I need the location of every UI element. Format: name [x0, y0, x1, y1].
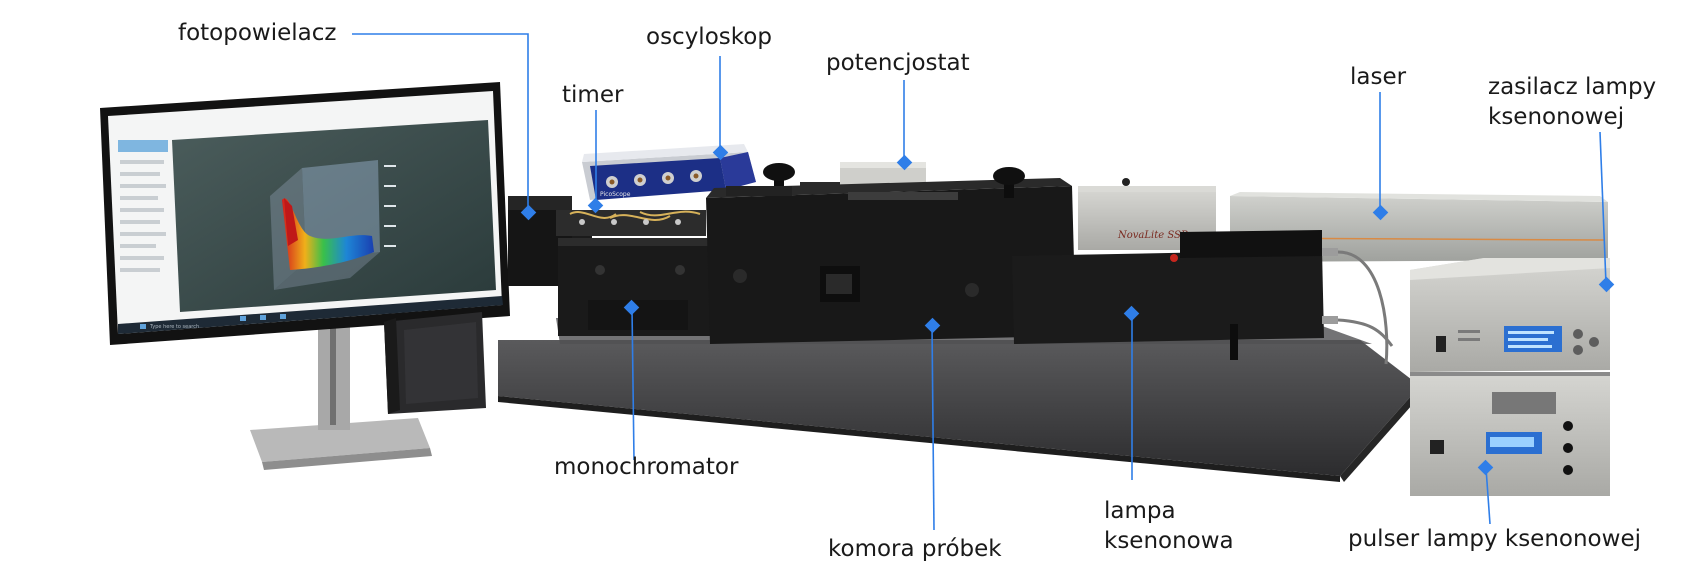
marker-timer: [587, 197, 604, 214]
leader-lines: [352, 33, 1607, 531]
xenon-lamp: [1012, 230, 1394, 365]
label-potencjostat: potencjostat: [826, 50, 970, 76]
marker-lampa: [1123, 305, 1140, 322]
laser-head: NovaLite SSP: [1078, 178, 1216, 250]
xenon-pulser: [1410, 372, 1610, 496]
laser-body: [1230, 192, 1608, 262]
label-lampa-line2: ksenonowa: [1104, 528, 1234, 554]
label-monochromator: monochromator: [554, 454, 739, 480]
label-timer: timer: [562, 82, 624, 108]
label-fotopowielacz: fotopowielacz: [178, 20, 337, 46]
label-lampa-line1: lampa: [1104, 498, 1176, 524]
laser-brand: NovaLite SSP: [1117, 230, 1188, 241]
oscilloscope-brand: PicoScope: [600, 191, 631, 198]
marker-fotopowielacz: [520, 204, 537, 221]
leader-komora: [931, 325, 935, 531]
marker-zasilacz: [1598, 276, 1615, 293]
label-komora: komora próbek: [828, 536, 1002, 562]
leader-monochromator: [631, 307, 635, 461]
leader-pulser: [1485, 467, 1491, 525]
timer-unit: [556, 210, 706, 236]
label-pulser: pulser lampy ksenonowej: [1348, 526, 1641, 552]
computer-monitor: Type here to search: [100, 82, 510, 470]
marker-pulser: [1477, 459, 1494, 476]
label-laser: laser: [1350, 64, 1407, 90]
marker-oscyloskop: [712, 144, 729, 161]
marker-laser: [1372, 204, 1389, 221]
monochromator: [558, 238, 710, 336]
xenon-power-supply: [1410, 258, 1610, 372]
potentiostat: [840, 162, 926, 186]
label-oscyloskop: oscyloskop: [646, 24, 772, 50]
sample-chamber: [706, 163, 1076, 344]
taskbar-search-text: Type here to search: [149, 324, 199, 330]
leader-fotopowielacz: [352, 33, 529, 212]
leader-zasilacz: [1599, 131, 1607, 285]
label-zasilacz-line1: zasilacz lampy: [1488, 74, 1657, 100]
label-zasilacz-line2: ksenonowej: [1488, 104, 1625, 130]
pc-tower: [384, 312, 486, 414]
marker-potencjostat: [896, 154, 913, 171]
oscilloscope: PicoScope: [582, 144, 756, 200]
